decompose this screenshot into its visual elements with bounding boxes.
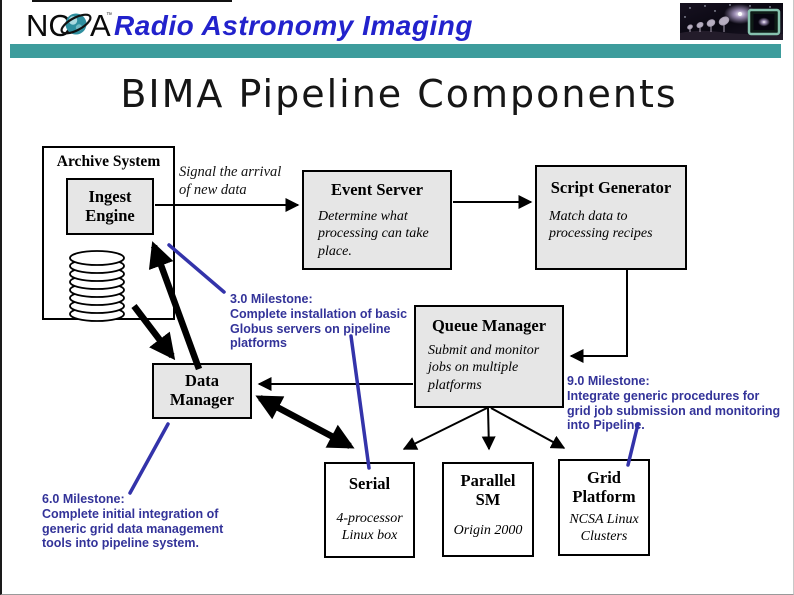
script-generator-title: Script Generator [550, 178, 672, 197]
arrow-script-generator-to-queue-manager [569, 270, 628, 363]
logo-letter-a: A [90, 8, 111, 43]
arrow-queue-manager-to-parallel-sm [481, 407, 496, 451]
top-border-line [32, 0, 232, 2]
milestone-6-text: 6.0 Milestone: Complete initial integrat… [42, 492, 224, 551]
serial-title: Serial [348, 474, 391, 493]
queue-manager-desc: Submit and monitor jobs on multiple plat… [428, 342, 540, 393]
archive-system-label: Archive System [56, 153, 161, 170]
script-generator-desc: Match data to processing recipes [549, 208, 653, 242]
grid-platform-box: Grid Platform NCSA Linux Clusters [558, 459, 650, 556]
callout-line-milestone-6-to-data-manager [128, 422, 170, 495]
grid-platform-title: Grid Platform [572, 468, 636, 506]
parallel-sm-title: Parallel SM [460, 471, 516, 509]
script-generator-box: Script Generator Match data to processin… [535, 165, 687, 270]
ingest-engine-label: Ingest Engine [85, 186, 135, 225]
parallel-sm-desc: Origin 2000 [453, 522, 523, 538]
callout-line-milestone-3-to-serial [349, 334, 371, 470]
ncsa-logo: NC A ™ [26, 8, 112, 43]
teal-divider-bar [10, 44, 781, 58]
event-server-box: Event Server Determine what processing c… [302, 170, 452, 270]
header-title: Radio Astronomy Imaging [114, 10, 473, 41]
arrow-queue-manager-to-serial [402, 407, 488, 450]
callout-line-milestone-3-to-archive [167, 243, 226, 294]
orbit-ring-icon [60, 13, 92, 35]
signal-arrival-note: Signal the arrival of new data [179, 164, 282, 199]
trademark-symbol: ™ [106, 12, 112, 19]
data-manager-title: Data Manager [169, 371, 235, 409]
radio-dish-icons [687, 16, 730, 32]
galaxy-core [738, 12, 742, 16]
parallel-sm-box: Parallel SM Origin 2000 [442, 462, 534, 557]
monitor-icon [747, 8, 781, 36]
event-server-title: Event Server [330, 180, 424, 199]
page-title: BIMA Pipeline Components [120, 72, 678, 116]
queue-manager-title: Queue Manager [431, 316, 547, 335]
ingest-engine-box: Ingest Engine [66, 178, 154, 235]
milestone-3-text: 3.0 Milestone: Complete installation of … [230, 292, 408, 351]
queue-manager-box: Queue Manager Submit and monitor jobs on… [414, 305, 564, 408]
grid-platform-desc: NCSA Linux Clusters [569, 511, 639, 545]
serial-box: Serial 4-processor Linux box [324, 462, 415, 558]
event-server-desc: Determine what processing can take place… [318, 208, 429, 259]
arrow-data-manager-serial-bidirectional [255, 395, 355, 449]
data-manager-box: Data Manager [152, 363, 252, 419]
milestone-9-text: 9.0 Milestone: Integrate generic procedu… [567, 374, 781, 433]
globe-icon [60, 13, 92, 35]
serial-desc: 4-processor Linux box [336, 510, 403, 544]
ground [680, 30, 783, 40]
arrow-queue-manager-to-grid-platform [490, 407, 566, 449]
observatory-photo [680, 3, 783, 40]
